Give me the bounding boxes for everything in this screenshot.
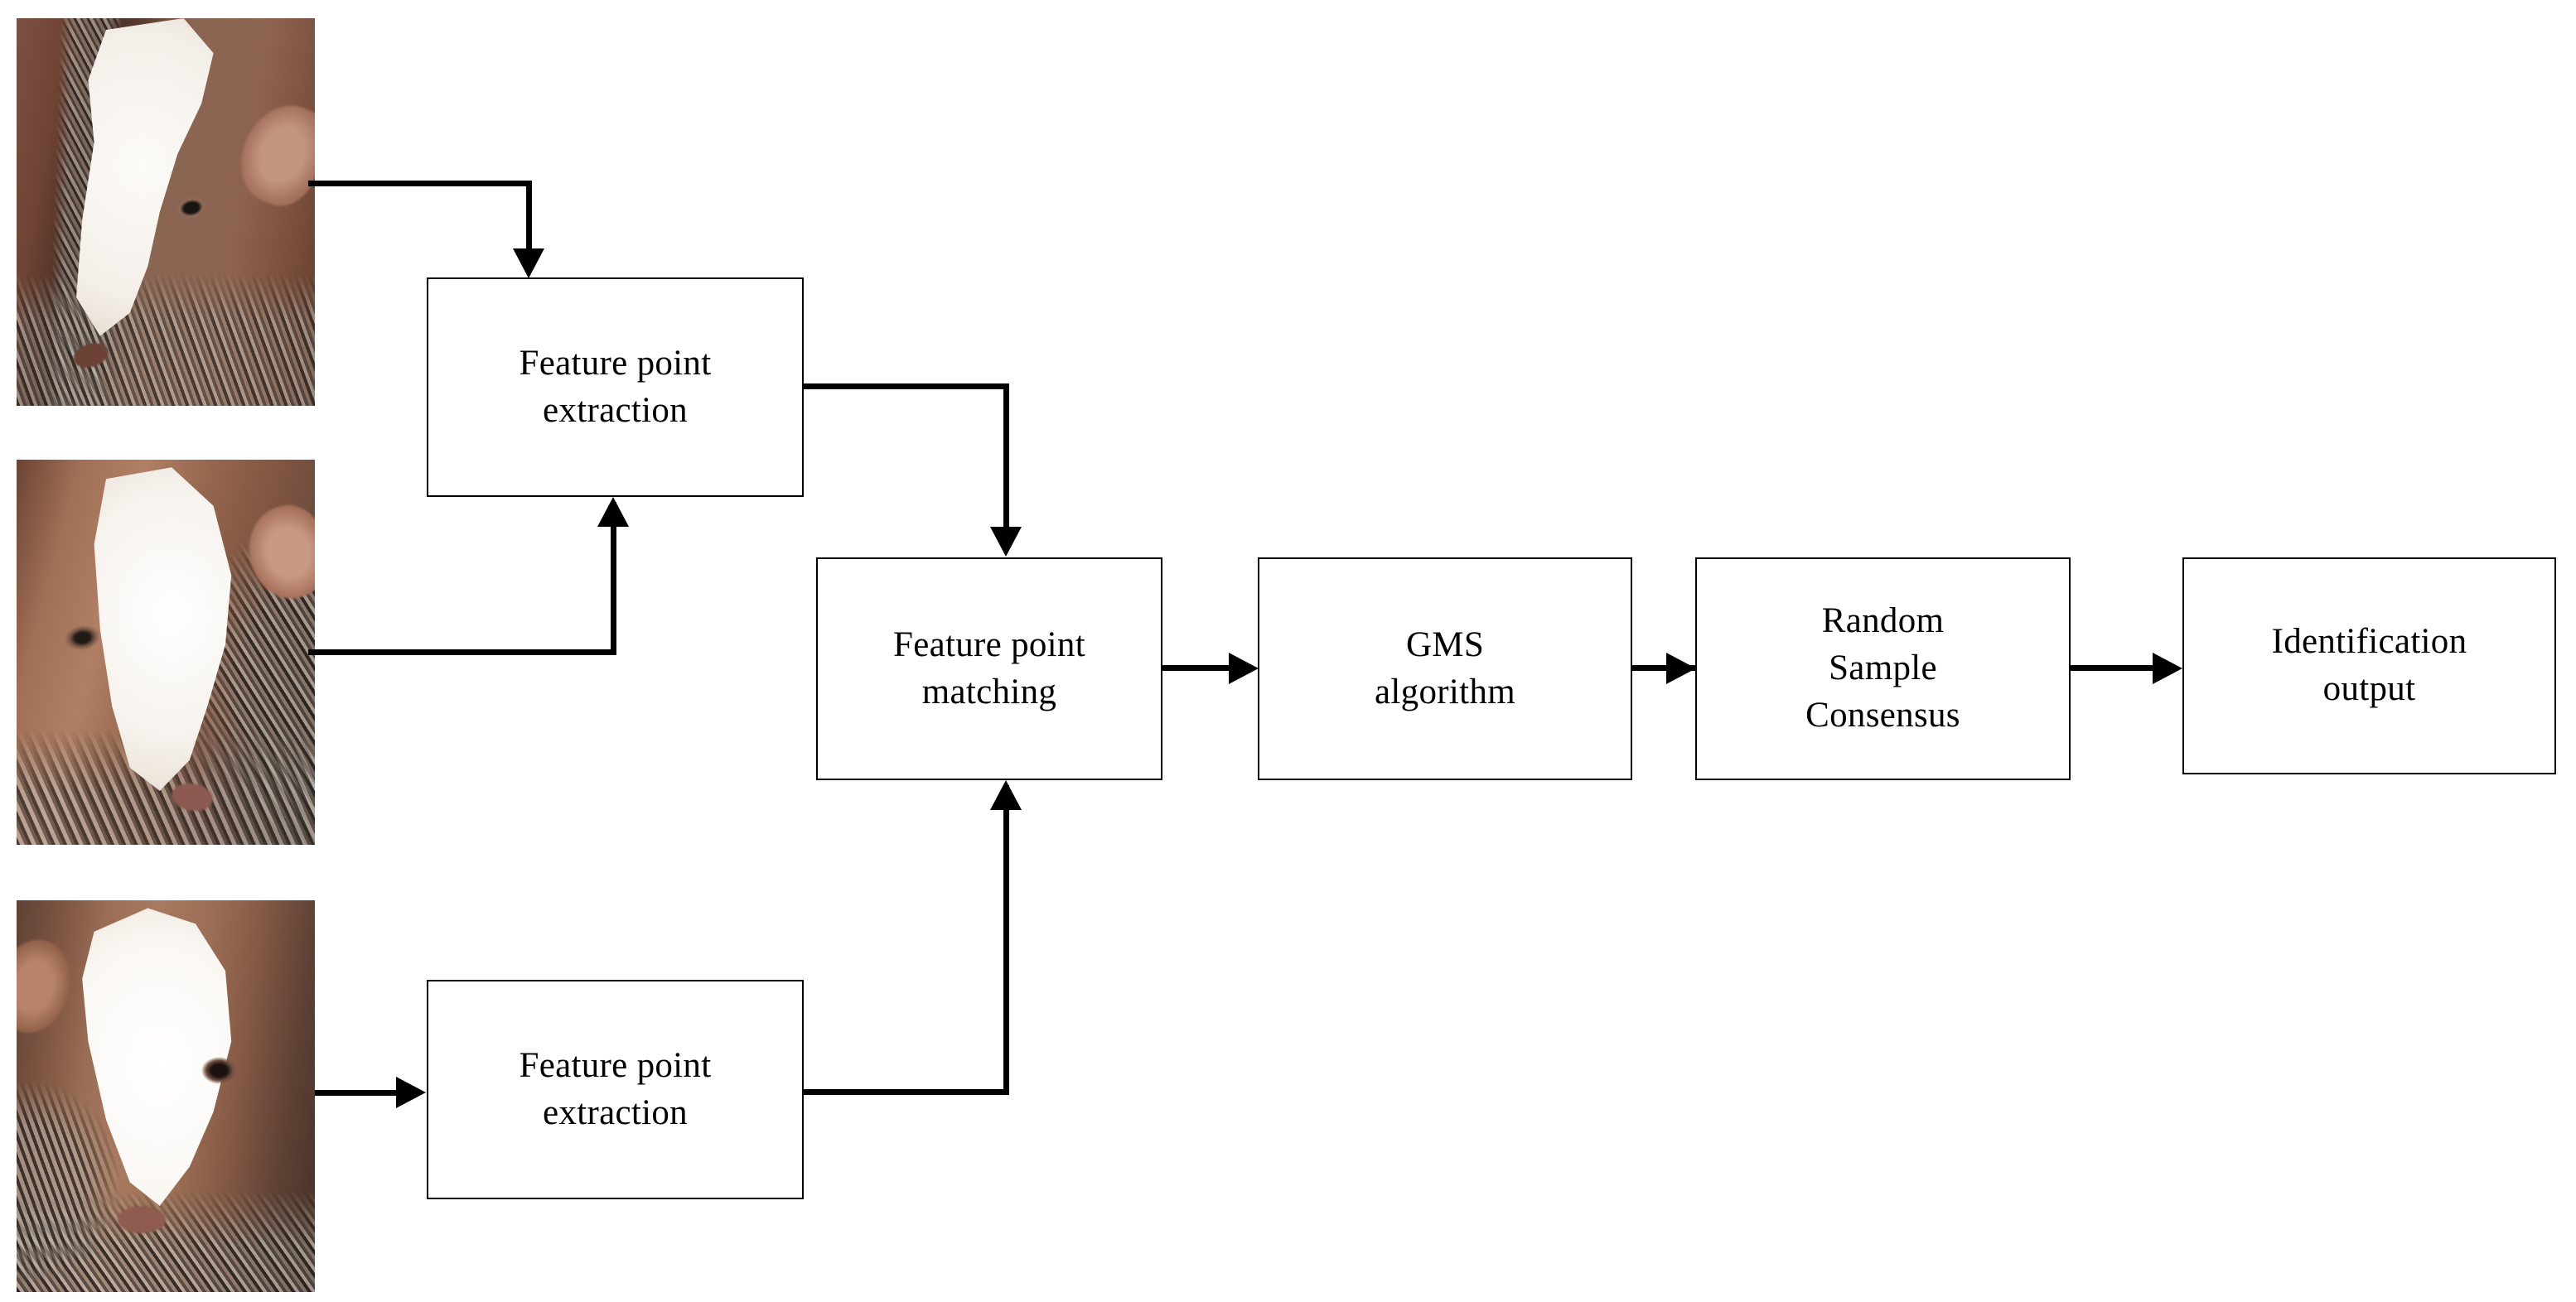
arrowhead-gms-to-ransac bbox=[1666, 653, 1696, 684]
edge-gms-to-ransac bbox=[1631, 665, 1699, 671]
edge-extract-top-to-matching-vertical bbox=[1003, 383, 1009, 528]
edge-image3-to-extract-bottom bbox=[315, 1090, 398, 1096]
edge-image2-to-extract-top-vertical bbox=[611, 502, 616, 655]
cow-eye bbox=[201, 1057, 238, 1085]
cow-image-three-quarter bbox=[17, 460, 315, 845]
edge-image2-to-extract-top-horizontal bbox=[308, 649, 616, 655]
edge-extract-bottom-to-matching-vertical bbox=[1003, 785, 1009, 1092]
node-label: GMS algorithm bbox=[1375, 624, 1515, 711]
cow-image-frontal bbox=[17, 900, 315, 1292]
arrowhead-extract-bottom-to-matching bbox=[990, 780, 1022, 810]
node-identification-output[interactable]: Identification output bbox=[2182, 557, 2556, 774]
node-label: Identification output bbox=[2271, 622, 2467, 708]
node-feature-point-extraction-top[interactable]: Feature point extraction bbox=[427, 277, 804, 497]
arrowhead-extract-top-to-matching bbox=[990, 527, 1022, 557]
node-label: Random Sample Consensus bbox=[1805, 601, 1960, 735]
arrowhead-ransac-to-output bbox=[2153, 653, 2182, 684]
node-gms-algorithm[interactable]: GMS algorithm bbox=[1258, 557, 1632, 780]
edge-image1-to-extract-top-horizontal bbox=[308, 181, 532, 186]
node-label: Feature point extraction bbox=[519, 1045, 712, 1132]
edge-extract-bottom-to-matching-horizontal bbox=[802, 1089, 1009, 1095]
node-feature-point-matching[interactable]: Feature point matching bbox=[816, 557, 1162, 780]
cow-nostril bbox=[118, 1205, 166, 1234]
arrowhead-image3-to-extract-bottom bbox=[396, 1077, 426, 1108]
node-feature-point-extraction-bottom[interactable]: Feature point extraction bbox=[427, 980, 804, 1199]
edge-extract-top-to-matching-horizontal bbox=[802, 383, 1009, 389]
node-label: Feature point matching bbox=[893, 624, 1085, 711]
edge-ransac-to-output bbox=[2069, 665, 2154, 671]
cow-image-side-profile bbox=[17, 18, 315, 406]
arrowhead-image1-to-extract-top bbox=[513, 248, 544, 278]
edge-image1-to-extract-top-vertical bbox=[526, 181, 532, 267]
arrowhead-matching-to-gms bbox=[1229, 653, 1259, 684]
arrowhead-image2-to-extract-top bbox=[597, 497, 629, 527]
edge-matching-to-gms bbox=[1161, 665, 1231, 671]
node-label: Feature point extraction bbox=[519, 343, 712, 430]
node-random-sample-consensus[interactable]: Random Sample Consensus bbox=[1695, 557, 2071, 780]
